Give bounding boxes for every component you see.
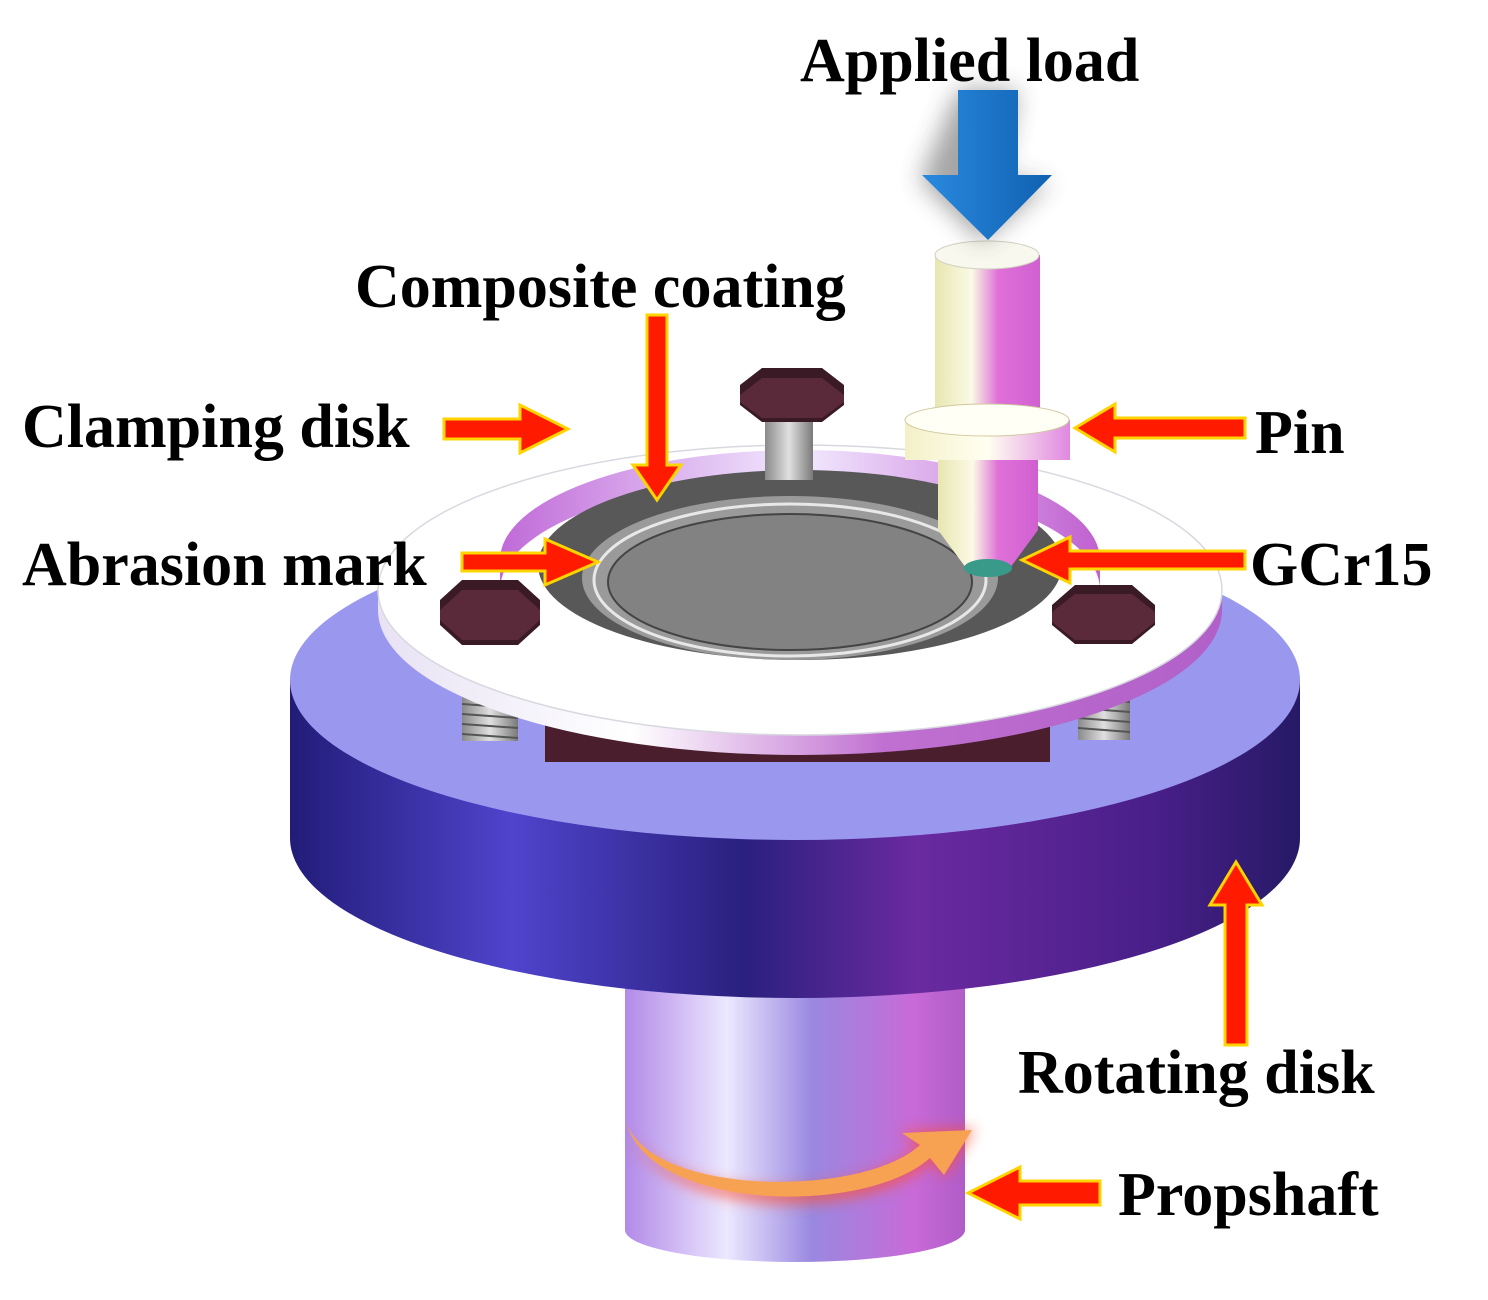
label-propshaft: Propshaft — [1118, 1161, 1379, 1229]
arrow-pin — [1072, 401, 1247, 455]
arrow-propshaft — [964, 1164, 1102, 1222]
label-gcr15: GCr15 — [1250, 531, 1433, 599]
hex-bolt-left — [440, 580, 540, 645]
rotation-arrow — [624, 1120, 975, 1204]
gcr15-ball — [964, 559, 1012, 577]
label-abrasion-mark: Abrasion mark — [22, 531, 427, 599]
bolt-thread-back — [765, 415, 813, 480]
specimen-disk — [582, 496, 998, 660]
arrow-rotating-disk — [1207, 859, 1265, 1047]
hex-bolt-right — [1052, 585, 1155, 644]
label-applied-load: Applied load — [800, 27, 1140, 95]
hex-bolt-back — [740, 368, 844, 422]
arrow-clamping-disk — [442, 402, 572, 456]
label-clamping-disk: Clamping disk — [22, 393, 410, 461]
label-pin: Pin — [1255, 399, 1345, 467]
arrow-abrasion-mark — [460, 536, 602, 588]
arrow-composite-coating — [630, 313, 684, 503]
label-composite-coating: Composite coating — [355, 253, 846, 321]
label-rotating-disk: Rotating disk — [1018, 1039, 1375, 1107]
abrasion-mark-track — [592, 502, 988, 658]
pin — [904, 240, 1070, 577]
applied-load-arrow — [920, 90, 1052, 242]
arrow-gcr15 — [1018, 534, 1247, 586]
